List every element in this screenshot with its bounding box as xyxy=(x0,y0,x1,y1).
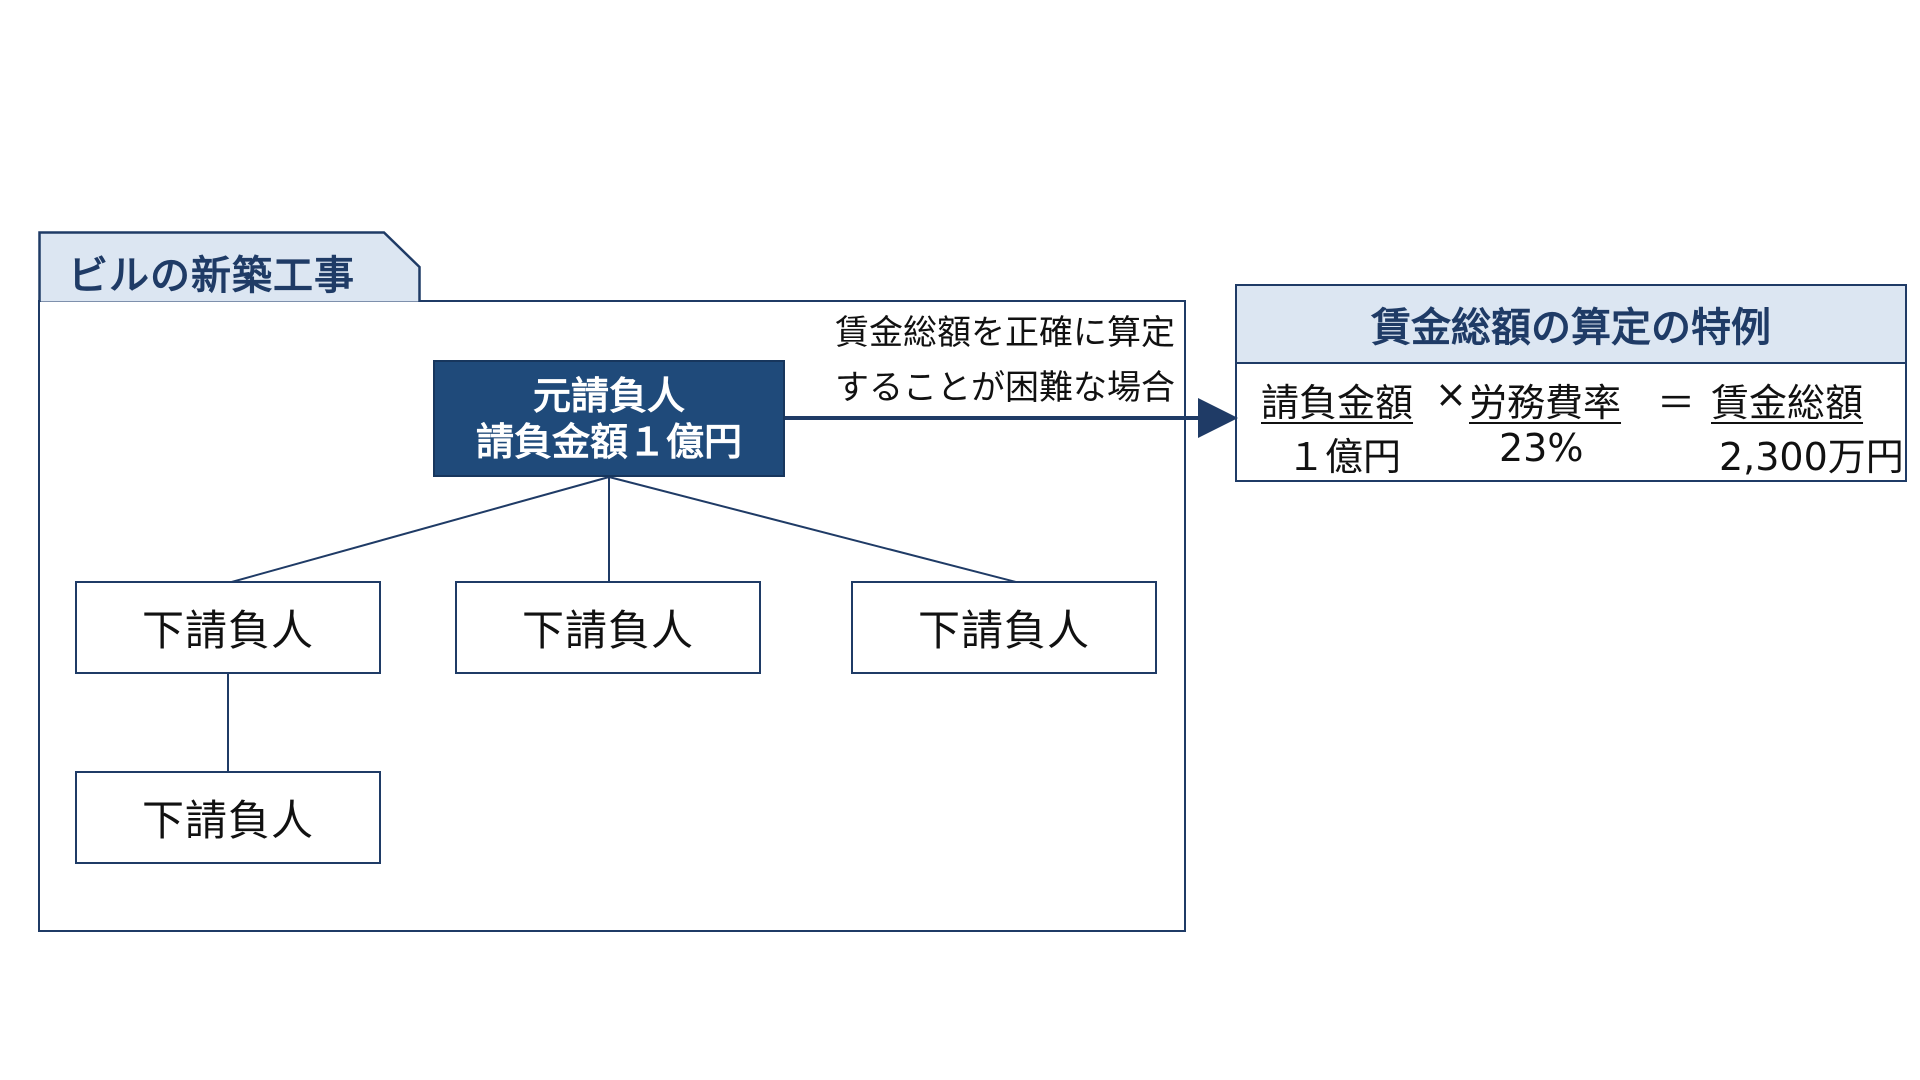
prime-contract-amount: 請負金額１億円 xyxy=(475,419,742,464)
value-labor-rate: 23% xyxy=(1499,426,1584,470)
value-contract-amount: １億円 xyxy=(1287,435,1402,479)
rule-title: 賃金総額の算定の特例 xyxy=(1237,286,1905,364)
formula-equals: ＝ xyxy=(1657,381,1696,425)
formula-term-labor-rate: 労務費率 xyxy=(1469,381,1622,425)
subcontractor-box-3: 下請負人 xyxy=(851,581,1157,674)
project-title: ビルの新築工事 xyxy=(68,253,355,299)
tree-line-left xyxy=(227,476,610,584)
subcontractor-label: 下請負人 xyxy=(521,606,694,655)
special-rule-panel: 賃金総額の算定の特例 請負金額 × 労務費率 ＝ 賃金総額 １億円 23% 2,… xyxy=(1235,284,1907,482)
difficulty-note: 賃金総額を正確に算定 することが困難な場合 xyxy=(835,306,1175,416)
value-total-wages: 2,300万円 xyxy=(1719,435,1904,479)
subcontractor-label: 下請負人 xyxy=(141,606,314,655)
project-frame xyxy=(38,300,1186,932)
formula-term-contract-amount: 請負金額 xyxy=(1261,381,1414,425)
subcontractor-label: 下請負人 xyxy=(917,606,1090,655)
subcontractor-box-1: 下請負人 xyxy=(75,581,381,674)
formula-times: × xyxy=(1435,372,1467,416)
note-line-1: 賃金総額を正確に算定 xyxy=(835,313,1175,353)
prime-contractor-box: 元請負人 請負金額１億円 xyxy=(433,360,785,477)
subcontractor-box-2: 下請負人 xyxy=(455,581,761,674)
formula-term-total-wages: 賃金総額 xyxy=(1711,381,1864,425)
subcontractor-label: 下請負人 xyxy=(141,796,314,845)
subcontractor-box-4: 下請負人 xyxy=(75,771,381,864)
project-tab: ビルの新築工事 xyxy=(38,231,421,303)
tab-shape xyxy=(38,231,421,302)
tree-line-right xyxy=(608,476,1021,584)
note-line-2: することが困難な場合 xyxy=(835,368,1175,408)
prime-contractor-label: 元請負人 xyxy=(532,373,685,418)
